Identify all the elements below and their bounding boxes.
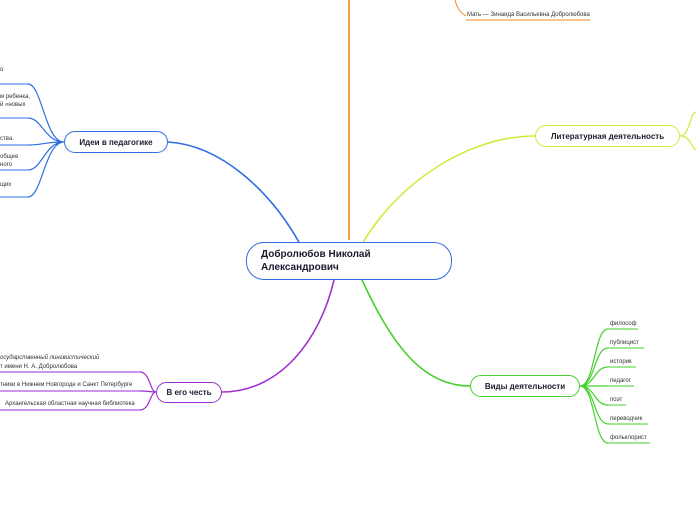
connector-honor bbox=[221, 279, 335, 393]
underline-honor-leaves bbox=[0, 371, 140, 411]
topic-pedagogy[interactable]: Идеи в педагогике bbox=[64, 131, 168, 153]
activity-leaf[interactable]: поэт bbox=[610, 397, 623, 403]
honor-leaf[interactable]: т имени Н. А. Добролюбова bbox=[0, 364, 78, 370]
connector-activities bbox=[361, 279, 471, 387]
family-leaf[interactable]: Мать — Зинаида Васильевна Добролюбова bbox=[467, 12, 590, 18]
connector-pedagogy bbox=[167, 141, 301, 245]
underline-activities-leaves bbox=[608, 328, 650, 444]
connector-literary bbox=[361, 135, 536, 245]
activity-leaf[interactable]: фольклорист bbox=[610, 435, 647, 441]
activity-leaf[interactable]: историк bbox=[610, 359, 632, 365]
pedagogy-leaf[interactable]: общее bbox=[0, 154, 19, 160]
pedagogy-leaf[interactable]: о bbox=[0, 67, 4, 73]
topic-literary-label: Литературная деятельность bbox=[550, 131, 665, 141]
topic-honor-label: В его честь bbox=[166, 388, 212, 397]
connector-family-leaf bbox=[454, 0, 467, 17]
connector-pedagogy-fan bbox=[27, 83, 65, 198]
topic-literary[interactable]: Литературная деятельность bbox=[535, 125, 680, 147]
topic-activities-label: Виды деятельности bbox=[484, 381, 566, 391]
pedagogy-leaf[interactable]: й «новых bbox=[0, 102, 26, 108]
central-topic[interactable]: Добролюбов Николай Александрович bbox=[246, 242, 452, 280]
honor-leaf[interactable]: осударственный лингвистический bbox=[0, 355, 100, 361]
underline-pedagogy-leaves bbox=[0, 83, 28, 198]
honor-leaf[interactable]: тники в Нижнем Новгороде и Санкт Петербу… bbox=[0, 382, 133, 388]
topic-honor[interactable]: В его честь bbox=[156, 382, 222, 403]
central-topic-label: Добролюбов Николай Александрович bbox=[261, 249, 371, 273]
pedagogy-leaf[interactable]: м ребенка, bbox=[0, 94, 31, 100]
connector-literary-fan bbox=[679, 111, 696, 151]
activity-leaf[interactable]: педагог bbox=[610, 378, 631, 384]
topic-pedagogy-label: Идеи в педагогике bbox=[79, 137, 153, 147]
activity-leaf[interactable]: переводчик bbox=[610, 416, 643, 422]
connector-activities-fan bbox=[579, 328, 609, 444]
topic-activities[interactable]: Виды деятельности bbox=[470, 375, 580, 397]
pedagogy-leaf[interactable]: щих bbox=[0, 182, 12, 188]
activity-leaf[interactable]: публицист bbox=[610, 340, 639, 346]
pedagogy-leaf[interactable]: ства. bbox=[0, 136, 14, 142]
honor-leaf[interactable]: Архангельская областная научная библиоте… bbox=[5, 401, 135, 407]
connector-honor-fan bbox=[139, 371, 157, 411]
pedagogy-leaf[interactable]: ного bbox=[0, 162, 13, 168]
activity-leaf[interactable]: философ bbox=[610, 321, 637, 327]
